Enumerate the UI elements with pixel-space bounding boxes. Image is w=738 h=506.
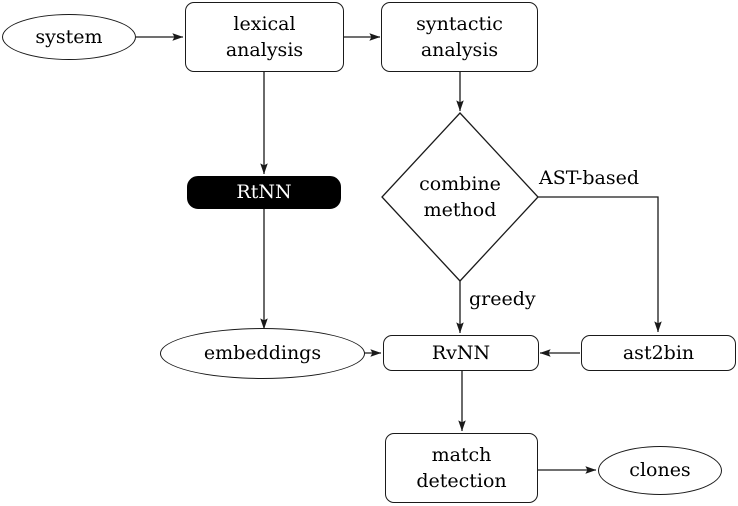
node-system-label: system — [35, 25, 103, 48]
node-lexical-analysis-label-line2: analysis — [225, 39, 304, 61]
edge-label-greedy: greedy — [469, 288, 536, 310]
node-combine-method-label-line2: method — [423, 199, 497, 221]
node-match-detection-label-line2: detection — [416, 470, 507, 492]
node-combine-method-label: combine method — [419, 171, 501, 223]
node-match-detection-label-line1: match — [431, 443, 492, 466]
edge-combine-to-ast2bin — [538, 196, 662, 333]
node-match-detection-label: match detection — [416, 442, 506, 494]
node-syntactic-analysis-label: syntactic analysis — [416, 11, 503, 63]
node-lexical-analysis[interactable]: lexical analysis — [185, 2, 344, 72]
node-embeddings[interactable]: embeddings — [160, 328, 365, 379]
node-syntactic-analysis[interactable]: syntactic analysis — [381, 2, 538, 72]
node-syntactic-analysis-label-line2: analysis — [420, 39, 499, 61]
node-match-detection[interactable]: match detection — [385, 433, 538, 503]
node-system[interactable]: system — [2, 14, 136, 60]
node-rtnn-label: RtNN — [236, 181, 292, 204]
node-combine-method-label-wrap: combine method — [384, 162, 536, 232]
node-ast2bin-label: ast2bin — [622, 341, 695, 364]
node-combine-method-label-line1: combine — [419, 172, 501, 195]
node-lexical-analysis-label: lexical analysis — [226, 11, 303, 63]
node-clones-label: clones — [629, 459, 691, 482]
node-ast2bin[interactable]: ast2bin — [581, 335, 736, 371]
node-clones[interactable]: clones — [598, 446, 722, 495]
node-syntactic-analysis-label-line1: syntactic — [416, 12, 503, 35]
node-rvnn[interactable]: RvNN — [383, 335, 539, 371]
node-rtnn[interactable]: RtNN — [187, 176, 341, 209]
node-rvnn-label: RvNN — [431, 341, 491, 364]
node-embeddings-label: embeddings — [203, 342, 322, 365]
node-lexical-analysis-label-line1: lexical — [233, 12, 296, 35]
edge-label-ast-based: AST-based — [539, 167, 640, 189]
